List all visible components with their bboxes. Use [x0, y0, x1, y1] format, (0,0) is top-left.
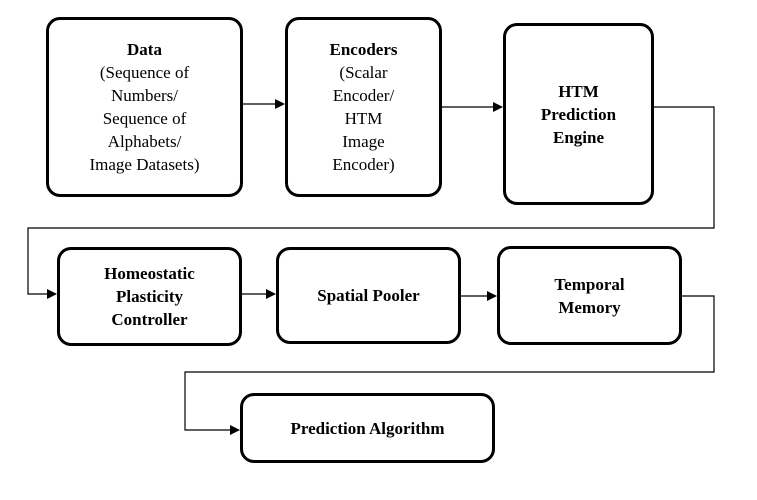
node-data-line: Numbers/ — [110, 86, 179, 105]
node-data-line: (Sequence of — [99, 63, 190, 82]
node-homeostatic: Homeostatic Plasticity Controller — [57, 247, 242, 346]
node-temporal-memory: Temporal Memory — [497, 246, 682, 345]
node-htm-engine-line: HTM — [558, 81, 599, 101]
node-encoders-line: Encoder) — [332, 155, 395, 174]
node-encoders-line: HTM — [344, 109, 383, 128]
node-data-line: Sequence of — [102, 109, 187, 128]
node-homeostatic-line: Plasticity — [115, 287, 184, 306]
node-homeostatic-line: Homeostatic — [104, 264, 195, 283]
node-prediction-algorithm: Prediction Algorithm — [240, 393, 495, 463]
node-encoders-title: Encoders — [329, 40, 398, 59]
node-homeostatic-line: Controller — [111, 310, 188, 329]
node-spatial-pooler: Spatial Pooler — [276, 247, 461, 344]
node-htm-engine-line: Engine — [552, 127, 605, 147]
node-prediction-algorithm-label: Prediction Algorithm — [290, 418, 445, 438]
node-temporal-memory-line: Temporal — [554, 274, 625, 294]
node-spatial-pooler-label: Spatial Pooler — [317, 286, 420, 305]
node-temporal-memory-line: Memory — [558, 297, 621, 317]
node-encoders: Encoders (Scalar Encoder/ HTM Image Enco… — [285, 17, 442, 197]
node-data-line: Image Datasets) — [89, 155, 200, 174]
node-htm-engine-line: Prediction — [540, 104, 617, 124]
node-data: Data (Sequence of Numbers/ Sequence of A… — [46, 17, 243, 197]
node-encoders-line: Encoder/ — [332, 86, 395, 105]
node-encoders-line: Image — [342, 132, 385, 151]
node-data-line: Alphabets/ — [107, 132, 182, 151]
node-data-title: Data — [127, 40, 162, 59]
node-encoders-line: (Scalar — [339, 63, 388, 82]
node-htm-engine: HTM Prediction Engine — [503, 23, 654, 205]
